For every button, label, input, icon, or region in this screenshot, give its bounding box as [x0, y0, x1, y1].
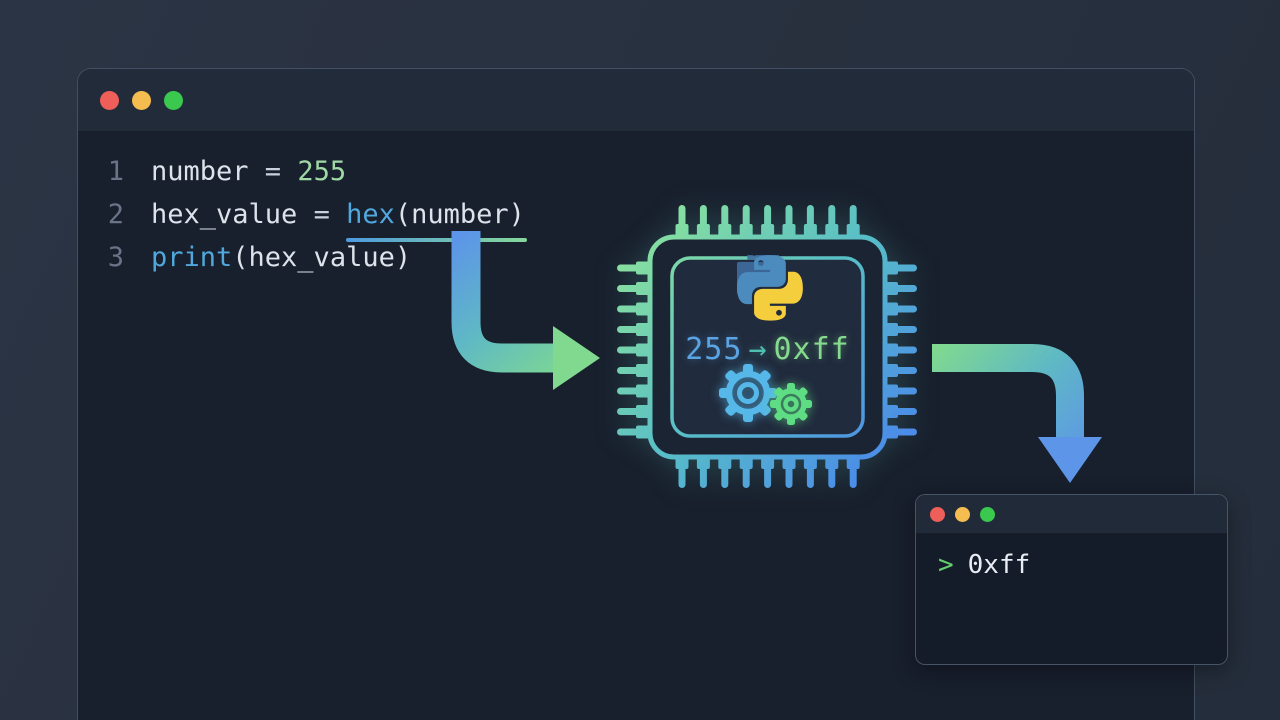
conversion-output: 0xff [773, 332, 850, 367]
conversion-input: 255 [685, 332, 743, 367]
close-button[interactable] [100, 90, 119, 110]
minimize-button[interactable] [132, 90, 151, 110]
terminal-body[interactable]: >0xff [916, 534, 1227, 580]
terminal-window: >0xff [915, 494, 1228, 665]
editor-titlebar [78, 69, 1194, 132]
code-line: 3 print(hex_value) [104, 236, 1194, 279]
terminal-prompt: > [938, 550, 954, 580]
code-token: (hex_value) [232, 242, 412, 273]
code-line: 2 hex_value = hex(number) [104, 193, 1194, 242]
code-token: (number) [394, 199, 525, 230]
code-token: = [248, 156, 298, 187]
terminal-output: 0xff [967, 550, 1031, 580]
close-button[interactable] [930, 506, 945, 522]
maximize-button[interactable] [980, 506, 995, 522]
code-token: hex_value [151, 199, 298, 230]
window-controls [100, 90, 183, 110]
code-line: 1 number = 255 [104, 150, 1194, 193]
code-token: = [297, 199, 347, 230]
conversion-arrow-icon: → [748, 332, 768, 367]
line-number: 1 [107, 156, 124, 187]
code-token: number [151, 156, 249, 187]
code-token: hex [346, 199, 395, 230]
terminal-titlebar [916, 495, 1227, 534]
line-number: 3 [107, 242, 124, 273]
code-area[interactable]: 1 number = 255 2 hex_value = hex(number) 3… [78, 132, 1194, 279]
maximize-button[interactable] [164, 90, 183, 110]
code-token: 255 [297, 156, 347, 187]
line-number: 2 [107, 199, 124, 230]
gradient-underline: hex(number) [346, 193, 527, 242]
window-controls [930, 506, 995, 522]
conversion-label: 255→0xff [650, 332, 885, 367]
code-token: print [151, 242, 233, 273]
minimize-button[interactable] [955, 506, 970, 522]
